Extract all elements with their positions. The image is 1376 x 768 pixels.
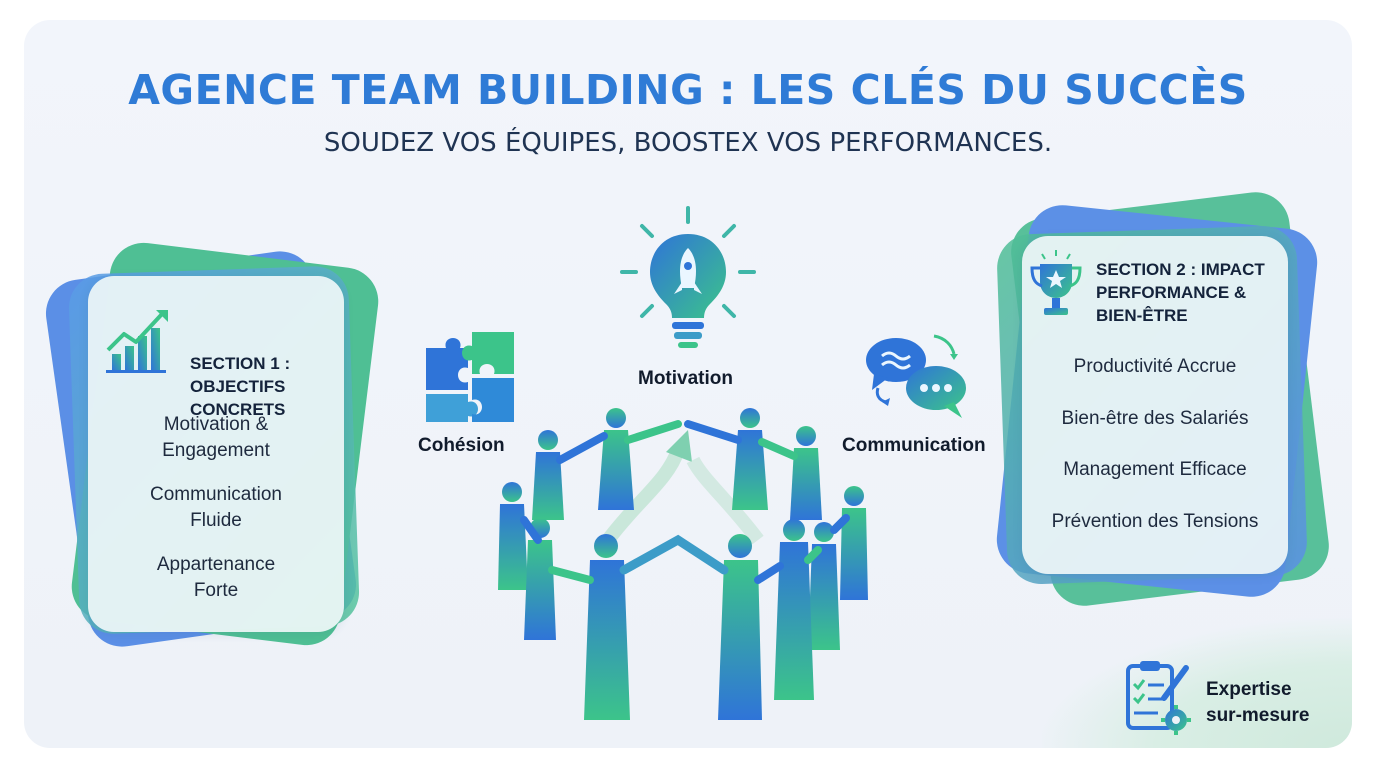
section1-item-line: Engagement — [162, 440, 270, 461]
section1-item-line: Communication — [150, 484, 282, 505]
puzzle-icon — [424, 328, 518, 424]
section2-title-line: BIEN-ÊTRE — [1096, 306, 1188, 325]
section1-item-line: Appartenance — [156, 554, 276, 575]
section2-panel: SECTION 2 : IMPACT PERFORMANCE & BIEN-ÊT… — [990, 188, 1333, 616]
section1-content: SECTION 1 : OBJECTIFS CONCRETS Motivatio… — [88, 276, 344, 632]
section2-item: Productivité Accrue — [1073, 356, 1237, 377]
section1-item-line: Fluide — [190, 510, 242, 531]
section2-title-line: PERFORMANCE & — [1096, 283, 1247, 302]
section1-item: Appartenance Forte — [88, 552, 344, 604]
page-subtitle: SOUDEZ VOS ÉQUIPES, BOOSTEX VOS PERFORMA… — [323, 128, 1053, 158]
expertise-line: Expertise — [1206, 679, 1292, 700]
motivation-label: Motivation — [638, 368, 733, 389]
section2-item: Prévention des Tensions — [1051, 511, 1259, 532]
growth-chart-icon — [102, 306, 174, 378]
section1-panel: SECTION 1 : OBJECTIFS CONCRETS Motivatio… — [41, 238, 383, 660]
corner-decoration — [1042, 618, 1352, 748]
communication-label: Communication — [842, 435, 986, 456]
section1-title-line: OBJECTIFS — [190, 377, 286, 396]
trophy-icon — [1026, 248, 1086, 324]
section2-item: Bien-être des Salariés — [1061, 408, 1249, 429]
section1-item: Communication Fluide — [88, 482, 344, 534]
team-circle-illustration — [488, 400, 878, 740]
cohesion-label: Cohésion — [418, 435, 505, 456]
section1-item-line: Motivation & — [163, 414, 269, 435]
section2-item: Management Efficace — [1063, 459, 1247, 480]
clipboard-gear-icon — [1124, 658, 1194, 738]
page-title: AGENCE TEAM BUILDING : LES CLÉS DU SUCCÈ… — [128, 66, 1248, 114]
expertise-line: sur-mesure — [1206, 705, 1310, 726]
section1-title: SECTION 1 : OBJECTIFS CONCRETS — [190, 352, 290, 421]
section1-title-line: SECTION 1 : — [190, 354, 291, 373]
expertise-label: Expertise sur-mesure — [1206, 677, 1310, 729]
chat-bubbles-icon — [864, 332, 974, 422]
lightbulb-rocket-icon — [620, 204, 756, 360]
section2-title-line: SECTION 2 : IMPACT — [1096, 260, 1265, 279]
section2-content: SECTION 2 : IMPACT PERFORMANCE & BIEN-ÊT… — [1022, 236, 1288, 574]
section1-title-line: CONCRETS — [190, 400, 286, 419]
section1-item: Motivation & Engagement — [88, 412, 344, 464]
section2-title: SECTION 2 : IMPACT PERFORMANCE & BIEN-ÊT… — [1096, 258, 1265, 327]
section1-item-line: Forte — [193, 580, 239, 601]
